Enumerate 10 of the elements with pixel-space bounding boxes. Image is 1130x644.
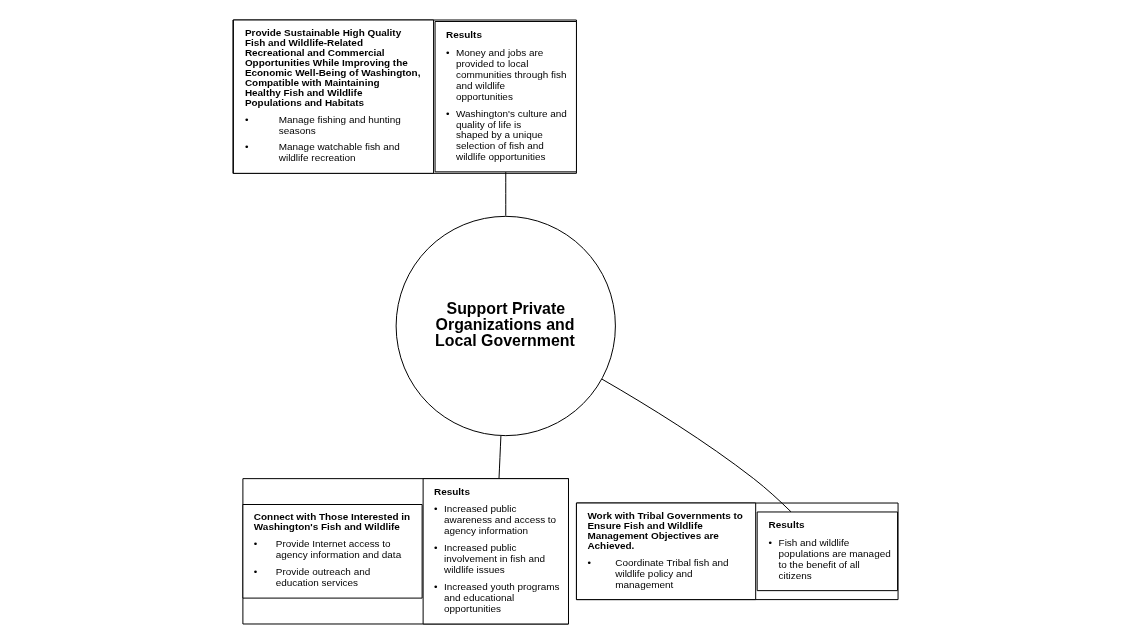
node-circle: Support Private Organizations and Local Government [395, 215, 616, 437]
connector [601, 378, 791, 513]
node-box: Connect with Those Interested in Washington's Fish and Wildlife • Provide Internet access to agency information and data • Provide outreach and education services [241, 504, 423, 599]
connector [498, 435, 501, 479]
node-box: Results • Fish and wildlife populations are managed to the benefit of all citizens [756, 511, 898, 592]
node-box: Provide Sustainable High Quality Fish and Wildlife-Related Recreational and Commercial Opportunities While Improving the Economic Well-Being of Washington, Compatible with Maintaining Healthy Fish and Wildlife Populations and Habitats • Manage fishing and hunting seasons • Manage watchable fish and wildlife recreation [232, 19, 434, 174]
node-box: Work with Tribal Governments to Ensure Fish and Wildlife Management Objectives are Achieved. • Coordinate Tribal fish and wildlife policy and management [575, 502, 756, 601]
node-box: Results • Money and jobs are provided to local communities through fish and wildlife opportunities • Washington's culture and quality of life is shaped by a unique selection of fish and wildlife opportunities [434, 21, 577, 173]
connector [504, 171, 506, 217]
node-box: Results • Increased public awareness and access to agency information • Increased public involvement in fish and wildlife issues • Increased youth programs and educational opportunities [422, 478, 569, 625]
